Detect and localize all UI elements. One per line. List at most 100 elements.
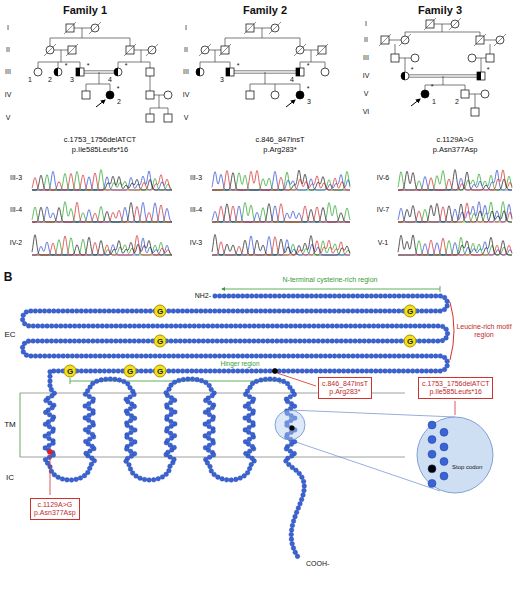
pedigree-line: [465, 85, 466, 90]
residue-bead: [48, 369, 53, 374]
pedigree-label: I: [185, 24, 187, 32]
residue-bead: [134, 474, 139, 479]
male-symbol: [486, 54, 494, 62]
residue-bead: [169, 339, 174, 344]
pedigree-line: [80, 62, 81, 68]
residue-bead: [111, 309, 116, 314]
pedigree-line: [82, 28, 83, 38]
male-symbol: [146, 114, 154, 122]
trace-line: [212, 204, 350, 222]
residue-bead: [142, 477, 147, 482]
female-symbol: [271, 91, 279, 99]
residue-bead: [128, 324, 133, 329]
region-brackets: [70, 286, 454, 384]
residue-bead: [107, 369, 112, 374]
pedigree-line: [118, 62, 119, 68]
zoom-bead: [428, 479, 436, 487]
residue-bead: [392, 354, 397, 359]
residue-bead: [427, 324, 432, 329]
residue-bead: [419, 309, 424, 314]
residue-bead: [293, 339, 298, 344]
residue-bead: [177, 378, 182, 383]
residue-bead: [249, 369, 254, 374]
pedigree-label: *: [431, 83, 434, 91]
glycosylation-site: G: [154, 365, 167, 378]
residue-bead: [350, 309, 355, 314]
residue-bead: [284, 339, 289, 344]
pedigree-line: [481, 58, 482, 72]
residue-bead: [203, 309, 208, 314]
pedigree-line: [58, 62, 59, 68]
family-title: Family 3: [418, 4, 462, 16]
residue-bead: [385, 339, 390, 344]
residue-bead: [362, 339, 367, 344]
trace-line: [32, 235, 172, 255]
sequence-label: IV-3: [190, 239, 202, 247]
residue-bead: [360, 354, 365, 359]
residue-bead: [91, 339, 96, 344]
residue-bead: [31, 324, 36, 329]
residue-bead: [282, 354, 287, 359]
male-symbol: [82, 91, 90, 99]
residue-bead: [272, 369, 277, 374]
zoom-line: [290, 410, 455, 417]
residue-bead: [91, 324, 96, 329]
residue-bead: [420, 369, 425, 374]
residue-bead: [88, 309, 93, 314]
trace-line: [398, 170, 512, 190]
trace-line: [212, 206, 350, 222]
residue-bead: [367, 324, 372, 329]
pedigree-line: [99, 72, 100, 84]
protein-label: Hinger region: [219, 360, 260, 367]
consanguinity-line: [409, 77, 477, 78]
residue-bead: [298, 324, 303, 329]
residue-bead: [201, 339, 206, 344]
residue-bead: [220, 324, 225, 329]
glycosylation-site: G: [404, 305, 417, 318]
residue-bead: [240, 294, 245, 299]
residue-bead: [231, 309, 236, 314]
pedigree-label: II: [364, 36, 368, 44]
pedigree-label: 2: [117, 98, 121, 106]
residue-bead: [68, 339, 73, 344]
residue-bead: [65, 354, 70, 359]
residue-bead: [206, 324, 211, 329]
family-title: Family 1: [63, 4, 107, 16]
residue-bead: [164, 324, 169, 329]
residue-bead: [49, 324, 54, 329]
pedigree-line: [300, 38, 301, 46]
residue-bead: [143, 309, 148, 314]
protein-label: COOH-: [306, 560, 329, 568]
residue-bead: [28, 309, 33, 314]
site-letter: G: [407, 307, 413, 315]
residue-bead: [38, 354, 43, 359]
residue-bead: [346, 309, 351, 314]
residue-bead: [123, 324, 128, 329]
female-symbol: [164, 91, 172, 99]
trace-line: [32, 170, 172, 190]
residue-bead: [134, 354, 139, 359]
residue-bead: [275, 324, 280, 329]
residue-bead: [210, 339, 215, 344]
residue-bead: [410, 369, 415, 374]
pedigree-label: V: [184, 114, 189, 122]
residue-bead: [153, 354, 158, 359]
pedigree-line: [300, 62, 325, 63]
residue-bead: [309, 369, 314, 374]
residue-bead: [208, 464, 213, 469]
residue-bead: [355, 354, 360, 359]
residue-bead: [103, 377, 108, 382]
trace-line: [32, 175, 172, 190]
residue-bead: [399, 324, 404, 329]
residue-bead: [254, 369, 259, 374]
residue-bead: [208, 309, 213, 314]
residue-bead: [151, 477, 156, 482]
residue-bead: [312, 324, 317, 329]
residue-bead: [199, 309, 204, 314]
residue-bead: [54, 339, 59, 344]
pedigree-line: [50, 38, 51, 46]
residue-bead: [208, 369, 213, 374]
residue-bead: [277, 354, 282, 359]
residue-bead: [394, 339, 399, 344]
pedigree-label: 3: [307, 98, 311, 106]
